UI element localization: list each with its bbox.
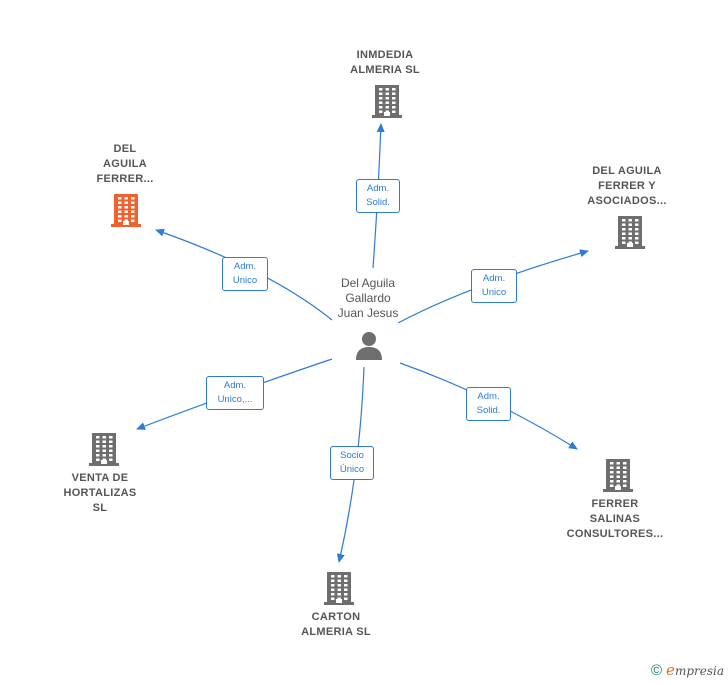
building-icon[interactable] (323, 571, 355, 610)
center-person-label[interactable]: Del Aguila Gallardo Juan Jesus (337, 276, 399, 320)
node-label-del-aguila-asociados[interactable]: DEL AGUILA FERRER Y ASOCIADOS... (587, 165, 667, 207)
building-icon[interactable] (371, 84, 403, 123)
footer-brand: © empresia (651, 661, 724, 679)
edge-label-carton-almeria[interactable]: Socio Único (330, 446, 374, 480)
node-label-ferrer-salinas[interactable]: FERRER SALINAS CONSULTORES... (566, 498, 664, 540)
copyright-icon: © (650, 661, 663, 679)
node-label-venta-hortalizas[interactable]: VENTA DE HORTALIZAS SL (63, 472, 137, 514)
edge-label-ferrer-salinas[interactable]: Adm. Solid. (466, 387, 511, 421)
edge-label-del-aguila-asociados[interactable]: Adm. Unico (471, 269, 517, 303)
brand-logo: empresia (666, 661, 724, 679)
building-icon[interactable] (602, 458, 634, 497)
edge-label-venta-hortalizas[interactable]: Adm. Unico,... (206, 376, 264, 410)
node-label-carton-almeria[interactable]: CARTON ALMERIA SL (301, 611, 371, 638)
building-icon[interactable] (110, 193, 142, 232)
building-icon[interactable] (614, 215, 646, 254)
edge-label-inmdedia[interactable]: Adm. Solid. (356, 179, 400, 213)
node-label-inmdedia[interactable]: INMDEDIA ALMERIA SL (350, 49, 420, 76)
person-icon[interactable] (354, 330, 384, 365)
node-label-del-aguila-ferrer[interactable]: DEL AGUILA FERRER... (96, 143, 154, 185)
edge-label-del-aguila-ferrer[interactable]: Adm. Unico (222, 257, 268, 291)
building-icon[interactable] (88, 432, 120, 471)
